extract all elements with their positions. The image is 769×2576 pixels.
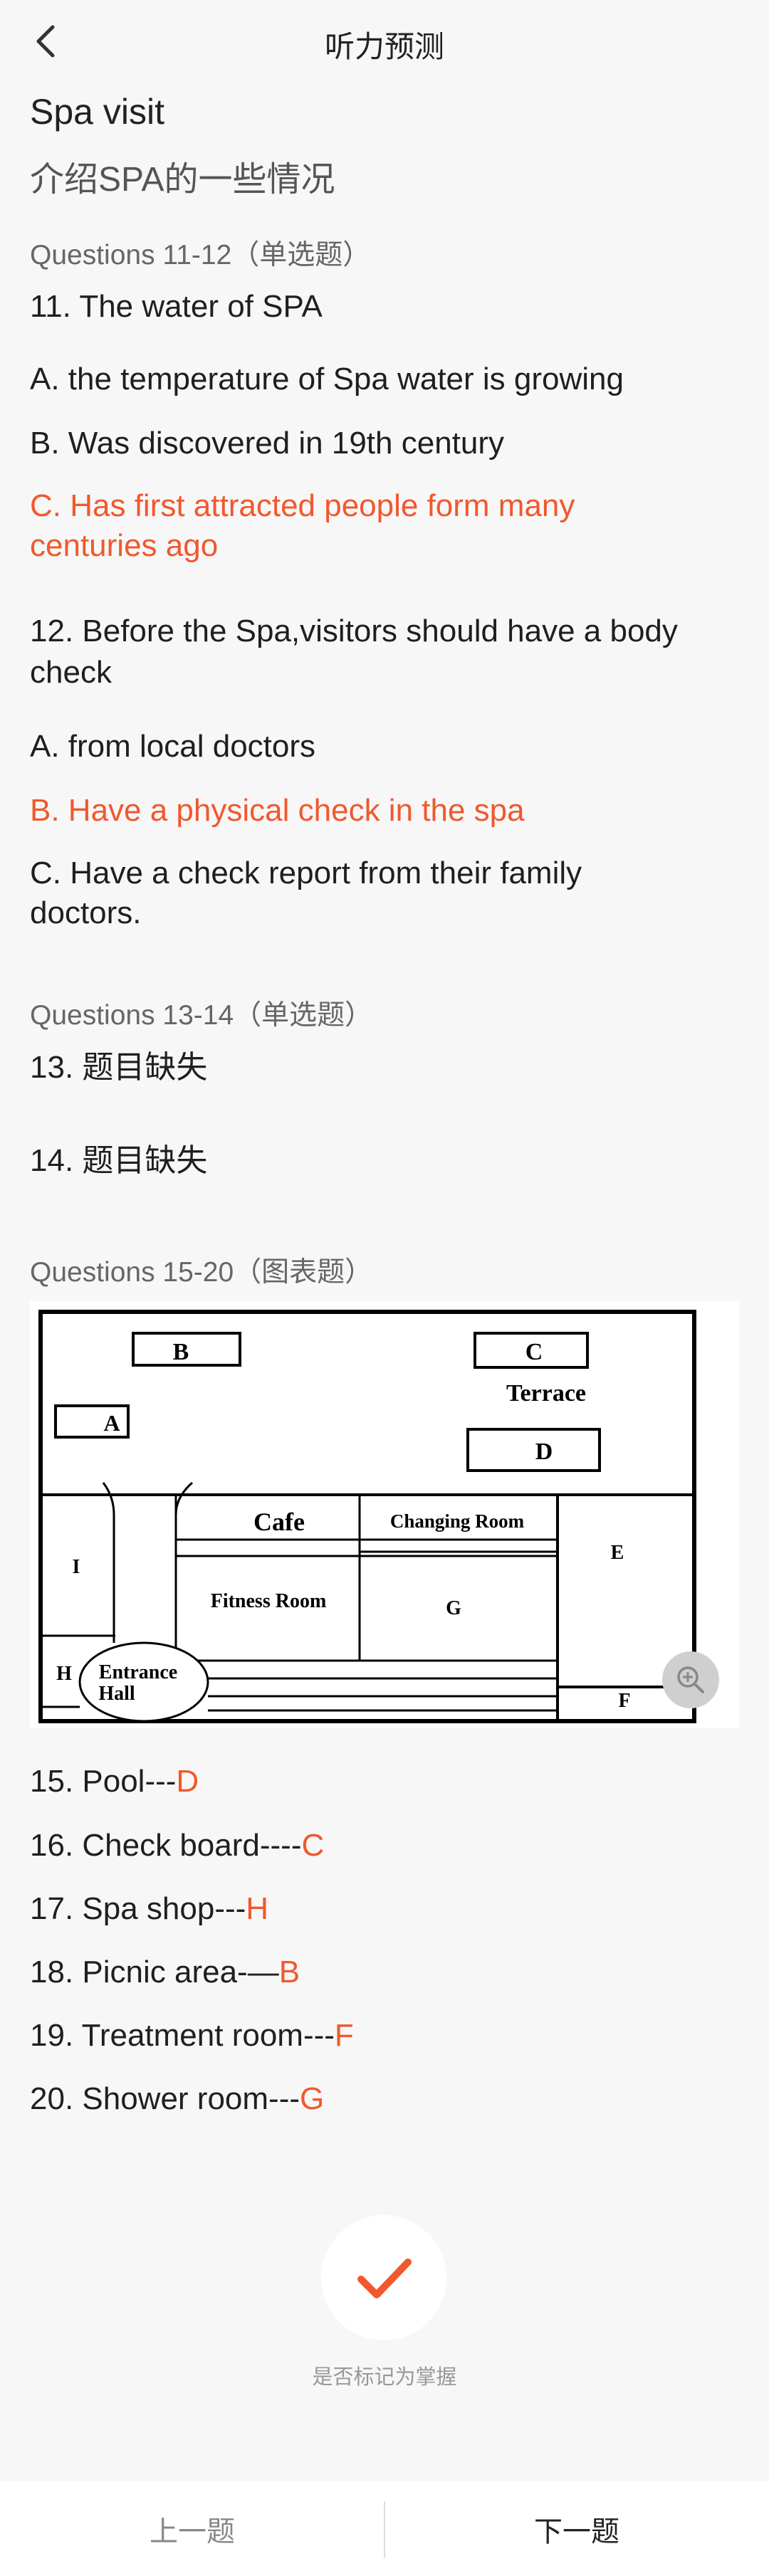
section-label: Questions 11-12（单选题）	[30, 240, 371, 270]
map-label: Entrance	[99, 1661, 177, 1683]
question-text-line: check	[30, 655, 112, 690]
chevron-left-icon	[36, 25, 55, 58]
zoom-button[interactable]	[662, 1651, 719, 1708]
map-label: F	[618, 1690, 630, 1712]
map-label: G	[446, 1597, 461, 1619]
prev-question-button[interactable]: 上一题	[150, 2515, 235, 2548]
answer-item: 19. Treatment room---F	[30, 2016, 354, 2056]
map-label: Cafe	[253, 1508, 305, 1536]
map-label: H	[56, 1663, 72, 1685]
answer-item: 17. Spa shop---H	[30, 1889, 268, 1929]
page-subtitle: 介绍SPA的一些情况	[30, 161, 335, 199]
header-bar: 听力预测	[0, 0, 769, 85]
map-label: E	[611, 1542, 624, 1564]
zoom-in-icon	[677, 1666, 704, 1693]
answer-item: 18. Picnic area-—B	[30, 1952, 300, 1992]
next-question-button[interactable]: 下一题	[534, 2515, 619, 2548]
answer-letter: F	[334, 2018, 354, 2053]
map-label: D	[535, 1439, 553, 1465]
map-label: A	[103, 1410, 120, 1436]
answer-prefix: 20. Shower room---	[30, 2081, 300, 2116]
question-text: 11. The water of SPA	[30, 289, 323, 324]
page-header-title: 听力预测	[324, 30, 444, 63]
map-label: I	[73, 1556, 80, 1578]
answer-prefix: 19. Treatment room---	[30, 2018, 335, 2053]
page-title: Spa visit	[30, 92, 164, 132]
option-text-line: doctors.	[30, 895, 142, 930]
answer-item: 16. Check board----C	[30, 1826, 324, 1866]
bottom-nav-bar: 上一题 下一题	[0, 2481, 769, 2576]
answer-letter: B	[278, 1955, 300, 1989]
option-text-line: centuries ago	[30, 528, 219, 563]
mark-mastered-label: 是否标记为掌握	[312, 2366, 457, 2389]
nav-divider	[384, 2501, 385, 2558]
answer-letter: G	[300, 2081, 325, 2116]
answer-item: 15. Pool---D	[30, 1762, 199, 1802]
option-text-line: C. Has first attracted people form many	[30, 488, 575, 523]
option-b-correct[interactable]: B. Have a physical check in the spa	[30, 793, 525, 828]
floor-plan-diagram: B C Terrace D A Cafe Changing Room Fitne…	[38, 1310, 696, 1723]
answer-item: 20. Shower room---G	[30, 2079, 324, 2119]
map-label: Changing Room	[390, 1510, 525, 1532]
map-label: C	[525, 1339, 543, 1365]
answer-letter: D	[176, 1764, 199, 1799]
question-text: 14. 题目缺失	[30, 1143, 208, 1178]
question-text: 13. 题目缺失	[30, 1050, 208, 1085]
map-label: B	[173, 1339, 189, 1365]
question-text: 12. Before the Spa,visitors should have …	[30, 611, 678, 693]
option-a[interactable]: A. the temperature of Spa water is growi…	[30, 362, 624, 396]
checkmark-icon	[357, 2259, 412, 2298]
option-a[interactable]: A. from local doctors	[30, 729, 316, 764]
back-button[interactable]	[27, 20, 70, 63]
map-label: Hall	[98, 1683, 135, 1705]
option-c[interactable]: C. Have a check report from their family…	[30, 853, 582, 933]
answer-prefix: 15. Pool---	[30, 1764, 177, 1799]
question-text-line: 12. Before the Spa,visitors should have …	[30, 614, 678, 648]
answer-prefix: 17. Spa shop---	[30, 1891, 246, 1926]
section-label: Questions 15-20（图表题）	[30, 1257, 373, 1288]
mark-mastered-button[interactable]	[321, 2215, 446, 2340]
answer-prefix: 18. Picnic area-—	[30, 1955, 279, 1989]
answer-letter: H	[246, 1891, 269, 1926]
floor-plan-map[interactable]: B C Terrace D A Cafe Changing Room Fitne…	[30, 1301, 739, 1728]
option-c-correct[interactable]: C. Has first attracted people form many …	[30, 486, 575, 566]
map-label: Terrace	[506, 1380, 586, 1407]
section-label: Questions 13-14（单选题）	[30, 1000, 373, 1031]
answer-letter: C	[301, 1828, 325, 1863]
option-text-line: C. Have a check report from their family	[30, 856, 582, 890]
map-label: Fitness Room	[211, 1590, 327, 1612]
option-b[interactable]: B. Was discovered in 19th century	[30, 426, 505, 461]
answer-prefix: 16. Check board----	[30, 1828, 302, 1863]
